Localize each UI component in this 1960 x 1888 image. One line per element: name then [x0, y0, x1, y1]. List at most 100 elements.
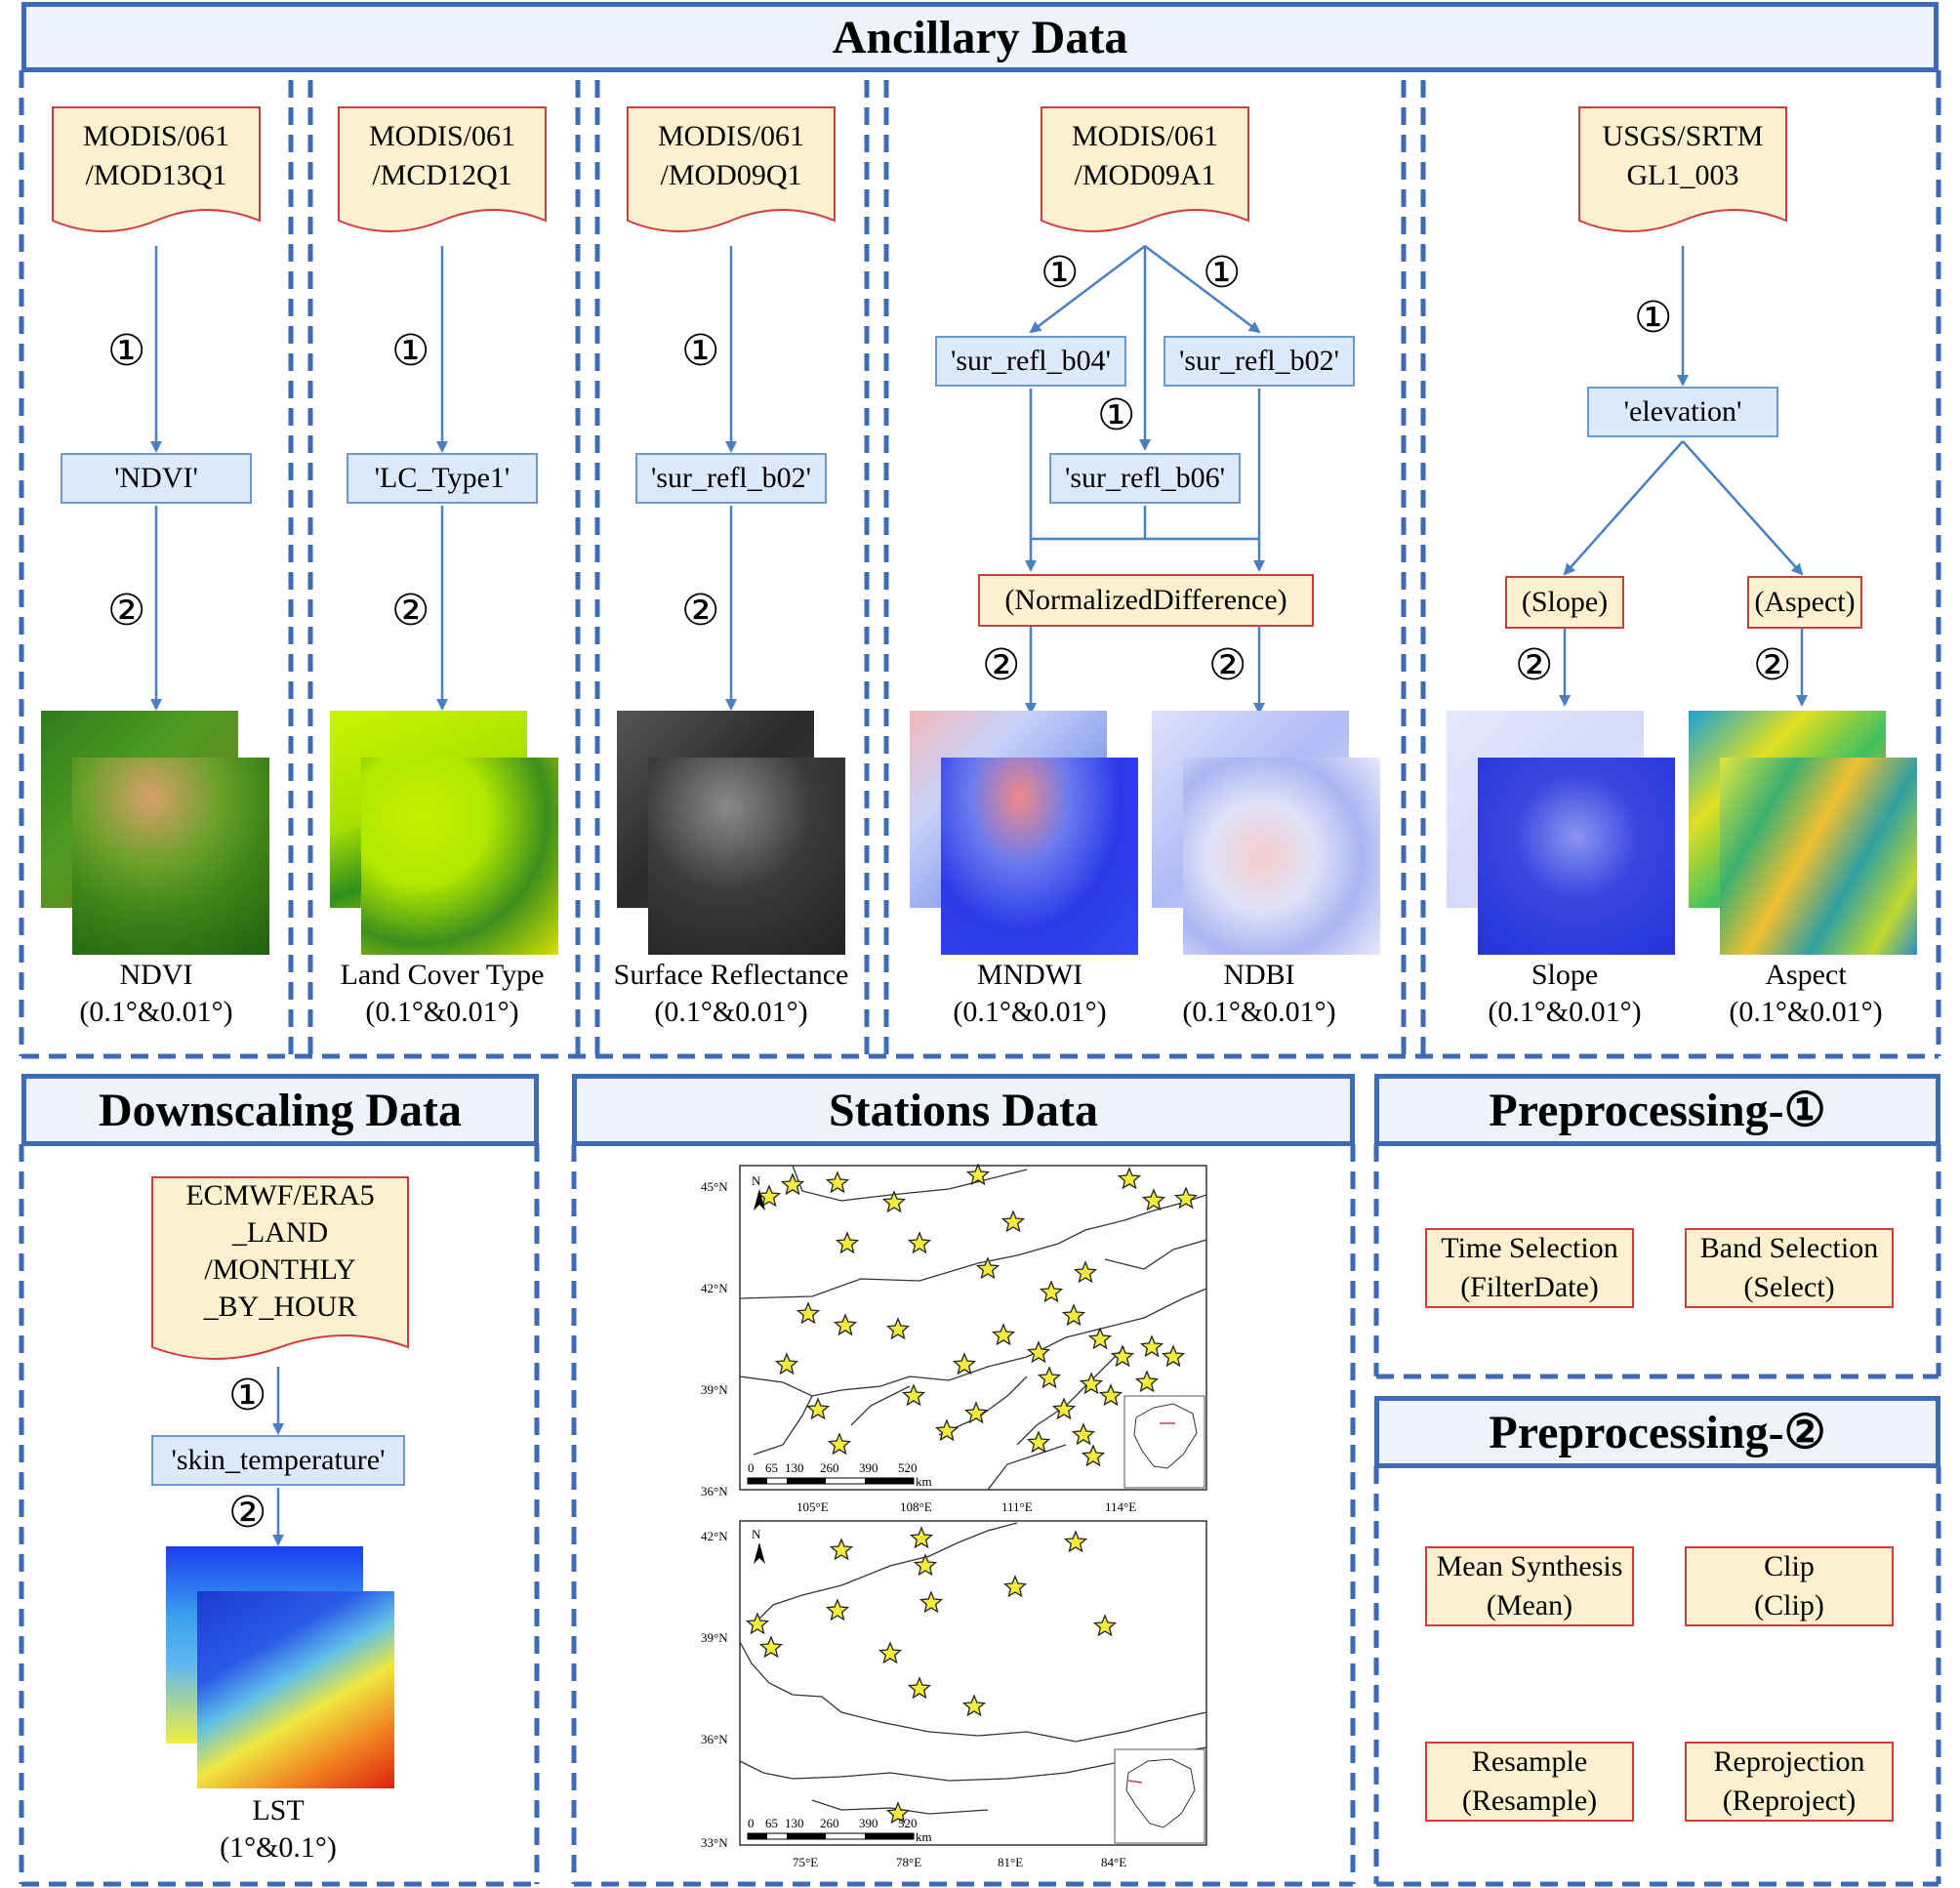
station-star-icon	[1081, 1444, 1106, 1467]
lon-label: 75°E	[793, 1855, 818, 1869]
step-two-marker: ②	[982, 640, 1021, 690]
caption-aspect: Aspect(0.1°&0.01°)	[1703, 957, 1908, 1031]
source-doc-mcd12q1: MODIS/061/MCD12Q1	[337, 105, 548, 232]
caption-res: (0.1°&0.01°)	[953, 996, 1107, 1028]
arrows	[150, 245, 1808, 1546]
op-name: Resample	[1471, 1745, 1588, 1778]
caption-name: NDBI	[1223, 959, 1295, 991]
lat-label: 45°N	[701, 1179, 728, 1194]
station-map-north: 45°N 42°N 39°N 36°N 105°E 108°E 111°E 11…	[701, 1163, 1207, 1514]
step-one-marker: ①	[1041, 248, 1080, 298]
step-one-marker: ①	[107, 326, 146, 376]
station-star-icon	[1073, 1260, 1098, 1284]
lon-label: 105°E	[796, 1499, 829, 1514]
lon-label: 114°E	[1105, 1499, 1136, 1514]
station-star-icon	[1000, 1210, 1026, 1233]
ancillary-data-title: Ancillary Data	[832, 11, 1128, 63]
caption-reflectance: Surface Reflectance(0.1°&0.01°)	[604, 957, 858, 1031]
station-star-icon	[907, 1676, 932, 1700]
op-name: Band Selection	[1699, 1232, 1879, 1264]
station-star-icon	[975, 1256, 1000, 1280]
step-one-marker: ①	[228, 1371, 267, 1420]
north-label: N	[752, 1173, 761, 1188]
station-star-icon	[952, 1352, 977, 1375]
caption-res: (0.1°&0.01°)	[1182, 996, 1336, 1028]
step-one-marker: ①	[681, 326, 720, 376]
lon-label: 81°E	[998, 1855, 1023, 1869]
lat-label: 36°N	[701, 1732, 728, 1746]
dashed-frames	[19, 70, 1941, 1887]
station-star-icon	[758, 1635, 784, 1659]
station-star-icon	[1037, 1366, 1062, 1389]
station-star-icon	[913, 1553, 938, 1577]
station-star-icon	[1173, 1186, 1199, 1210]
lat-label: 42°N	[701, 1529, 728, 1543]
station-star-icon	[1110, 1344, 1135, 1368]
band-ndvi: 'NDVI'	[61, 453, 252, 504]
station-star-icon	[961, 1694, 987, 1717]
scale-label: km	[916, 1474, 932, 1489]
op-fn: (Resample)	[1461, 1785, 1598, 1817]
source-line1: MODIS/061	[368, 120, 515, 152]
caption-ndbi: NDBI (0.1°&0.01°)	[1157, 957, 1362, 1031]
step-two-marker: ②	[391, 586, 430, 636]
scale-label: 520	[898, 1816, 918, 1830]
step-two-marker: ②	[681, 586, 720, 636]
scale-label: km	[916, 1829, 932, 1844]
band-lc-type1: 'LC_Type1'	[347, 453, 538, 504]
band-sur-refl-b04: 'sur_refl_b04'	[935, 336, 1126, 387]
station-star-icon	[1161, 1344, 1186, 1368]
north-arrow-icon	[754, 1542, 765, 1564]
station-star-icon	[1002, 1575, 1028, 1598]
station-star-icon	[1141, 1188, 1166, 1211]
station-star-icon	[825, 1598, 850, 1621]
source-line1: ECMWF/ERA5	[185, 1179, 375, 1211]
lat-label: 39°N	[701, 1630, 728, 1645]
scale-label: 390	[859, 1460, 878, 1475]
op-fn: (Clip)	[1754, 1589, 1824, 1621]
station-star-icon	[827, 1432, 852, 1456]
source-line2: /MOD09A1	[1074, 159, 1216, 191]
aspect-image-front	[1720, 758, 1917, 955]
north-label: N	[752, 1527, 761, 1541]
landcover-image-front	[361, 758, 558, 955]
station-star-icon	[1087, 1327, 1113, 1350]
op-fn: (Mean)	[1486, 1589, 1573, 1621]
op-aspect: (Aspect)	[1747, 576, 1862, 629]
scale-label: 520	[898, 1460, 918, 1475]
station-star-icon	[833, 1313, 858, 1336]
downscaling-data-header: Downscaling Data	[21, 1074, 539, 1146]
op-band-selection: Band Selection (Select)	[1685, 1228, 1894, 1308]
caption-name: Slope	[1531, 959, 1599, 991]
lon-label: 108°E	[900, 1499, 932, 1514]
source-line2: /MOD09Q1	[660, 159, 802, 191]
station-star-icon	[1051, 1397, 1077, 1420]
station-star-icon	[881, 1190, 907, 1213]
source-line3: /MONTHLY	[204, 1253, 356, 1286]
caption-res: (0.1°&0.01°)	[1488, 996, 1642, 1028]
step-two-marker: ②	[228, 1488, 267, 1538]
station-star-icon	[1134, 1370, 1160, 1393]
station-stars	[745, 1526, 1118, 1825]
station-star-icon	[1026, 1340, 1051, 1364]
lat-label: 36°N	[701, 1484, 728, 1498]
caption-name: Land Cover Type	[340, 959, 545, 991]
station-star-icon	[1026, 1430, 1051, 1454]
scale-label: 65	[765, 1460, 778, 1475]
station-star-icon	[1071, 1422, 1096, 1446]
step-two-marker: ②	[1515, 640, 1554, 690]
station-star-icon	[919, 1590, 944, 1614]
downscaling-data-title: Downscaling Data	[98, 1084, 463, 1136]
station-star-icon	[965, 1163, 991, 1186]
source-line1: MODIS/061	[82, 120, 229, 152]
station-star-icon	[907, 1231, 932, 1254]
scale-label: 260	[820, 1816, 839, 1830]
ndbi-image-front	[1183, 758, 1380, 955]
station-star-icon	[1117, 1167, 1142, 1190]
band-sur-refl-b06: 'sur_refl_b06'	[1049, 453, 1241, 504]
preprocessing-1-header: Preprocessing-①	[1374, 1074, 1940, 1146]
station-star-icon	[885, 1801, 911, 1825]
source-doc-mod13q1: MODIS/061/MOD13Q1	[51, 105, 262, 232]
op-mean-synthesis: Mean Synthesis (Mean)	[1425, 1546, 1634, 1626]
scale-label: 0	[748, 1816, 755, 1830]
